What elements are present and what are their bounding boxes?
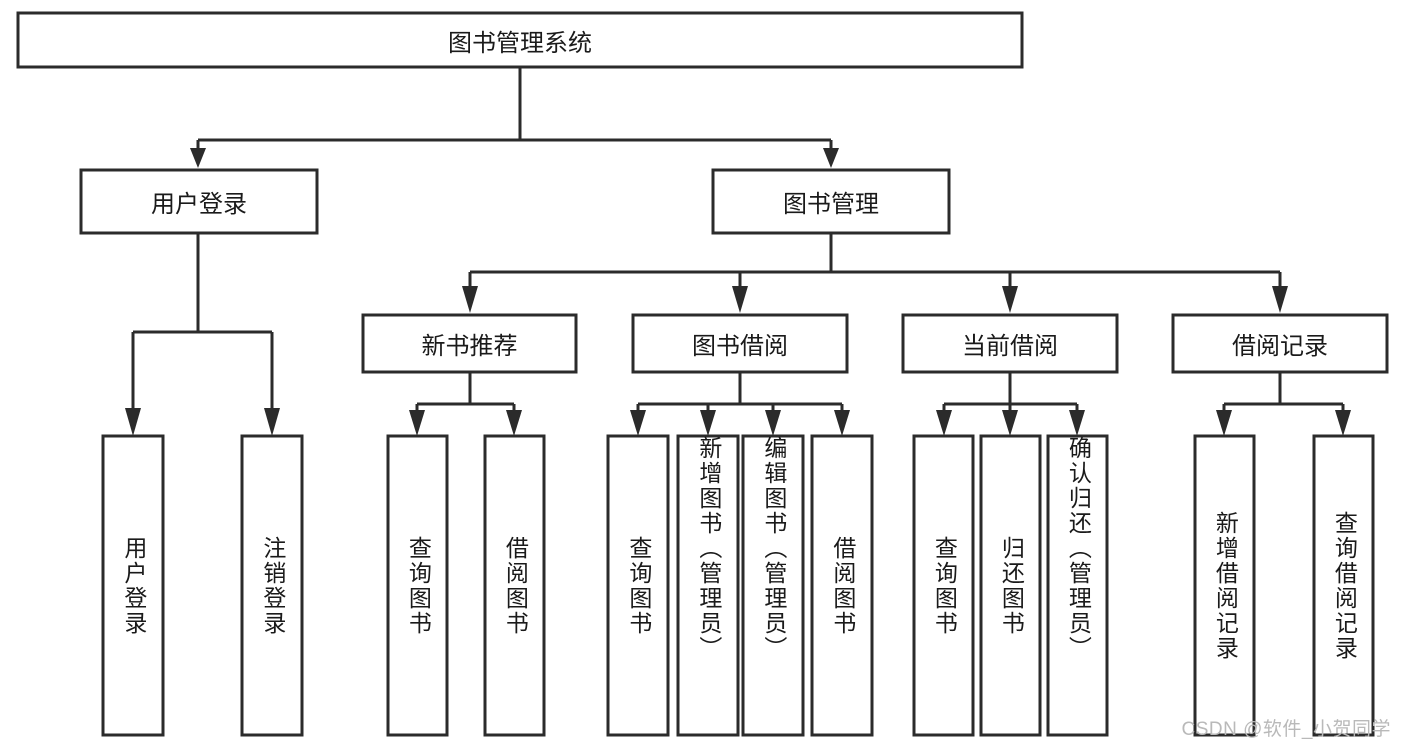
arrow-head-icon	[190, 148, 206, 168]
arrow-head-icon	[732, 286, 748, 313]
node-box-new-book-rec[interactable]	[361, 313, 578, 374]
connector-group-book-manage	[462, 233, 1288, 313]
node-box-user-login[interactable]	[79, 168, 319, 235]
connector-group-book-borrow	[630, 372, 850, 436]
node-box-leaf-return-book[interactable]	[979, 434, 1042, 737]
connector-group-user-login	[125, 233, 280, 436]
connector-group-root	[190, 67, 839, 168]
arrow-head-icon	[125, 408, 141, 436]
node-box-borrow-record[interactable]	[1171, 313, 1389, 374]
node-box-leaf-borrow-book-2[interactable]	[810, 434, 874, 737]
node-box-leaf-query-record[interactable]	[1312, 434, 1375, 737]
arrow-head-icon	[630, 410, 646, 436]
arrow-head-icon	[506, 410, 522, 436]
arrow-head-icon	[1002, 286, 1018, 313]
connector-group-current-borrow	[936, 372, 1085, 436]
arrow-head-icon	[1216, 410, 1232, 436]
node-box-leaf-add-book[interactable]	[676, 434, 740, 737]
node-box-book-manage[interactable]	[711, 168, 951, 235]
node-box-leaf-edit-book[interactable]	[741, 434, 805, 737]
arrow-head-icon	[834, 410, 850, 436]
node-box-leaf-confirm-return[interactable]	[1046, 434, 1109, 737]
arrow-head-icon	[1272, 286, 1288, 313]
arrow-head-icon	[823, 148, 839, 168]
node-box-leaf-logout[interactable]	[240, 434, 304, 737]
node-box-current-borrow[interactable]	[901, 313, 1119, 374]
node-box-leaf-query-book-1[interactable]	[386, 434, 449, 737]
arrow-head-icon	[264, 408, 280, 436]
node-box-leaf-borrow-book-1[interactable]	[483, 434, 546, 737]
connector-group-new-book-rec	[409, 372, 522, 436]
node-box-leaf-query-book-3[interactable]	[912, 434, 975, 737]
connector-group-borrow-record	[1216, 372, 1351, 436]
arrow-head-icon	[1002, 410, 1018, 436]
node-box-leaf-add-record[interactable]	[1193, 434, 1256, 737]
arrow-head-icon	[700, 410, 716, 436]
node-box-leaf-query-book-2[interactable]	[606, 434, 670, 737]
arrow-head-icon	[409, 410, 425, 436]
node-box-book-borrow[interactable]	[631, 313, 849, 374]
node-box-root[interactable]	[16, 11, 1024, 69]
arrow-head-icon	[765, 410, 781, 436]
arrow-head-icon	[1069, 410, 1085, 436]
arrow-head-icon	[936, 410, 952, 436]
arrow-head-icon	[462, 286, 478, 313]
arrow-head-icon	[1335, 410, 1351, 436]
node-box-leaf-user-login[interactable]	[101, 434, 165, 737]
